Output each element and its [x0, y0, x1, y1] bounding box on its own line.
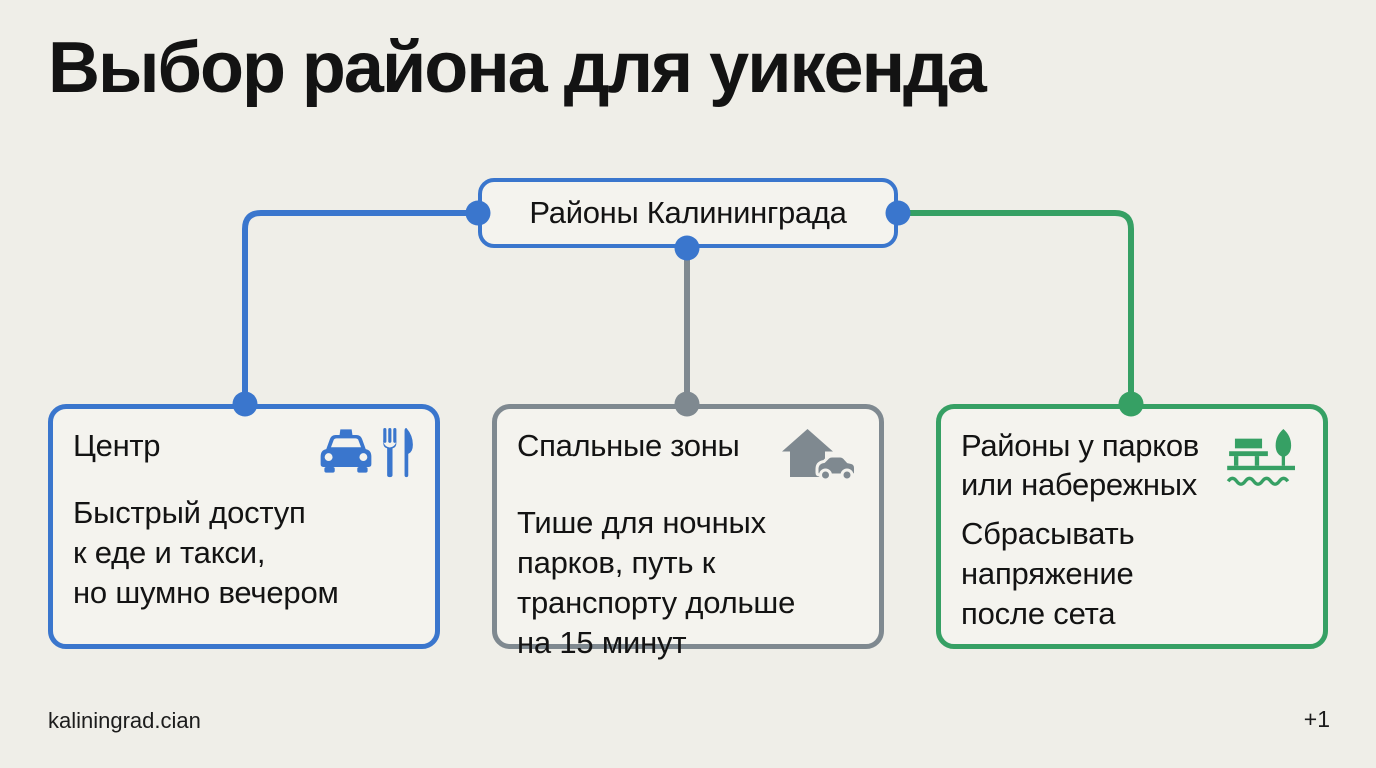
card-body: Быстрый доступ к еде и такси, но шумно в…	[73, 495, 339, 610]
page-title: Выбор района для уикенда	[48, 28, 987, 108]
source-watermark: kaliningrad.cian	[48, 708, 201, 733]
card-body: Сбрасывать напряжение после сета	[961, 516, 1135, 631]
connector-right	[898, 210, 1134, 404]
bench-tree-water-icon	[1225, 428, 1303, 495]
card-body: Тише для ночных парков, путь к транспорт…	[517, 505, 796, 660]
card-center: Центр	[48, 404, 440, 649]
fork-knife-icon	[383, 428, 415, 483]
card-residential: Спальные зоны Тише для ночных парков, пу…	[492, 404, 884, 660]
card-title: Районы у парков или набережных	[961, 428, 1199, 502]
card-parks: Районы у парков или набережных Сб	[936, 404, 1328, 649]
root-node: Районы Калининграда	[478, 178, 898, 248]
connector-left	[242, 210, 478, 404]
card-title: Спальные зоны	[517, 428, 740, 463]
taxi-icon	[315, 428, 377, 479]
card-title: Центр	[73, 428, 161, 463]
root-node-label: Районы Калининграда	[529, 195, 847, 230]
house-car-icon	[781, 428, 859, 493]
page-counter: +1	[1303, 706, 1330, 732]
